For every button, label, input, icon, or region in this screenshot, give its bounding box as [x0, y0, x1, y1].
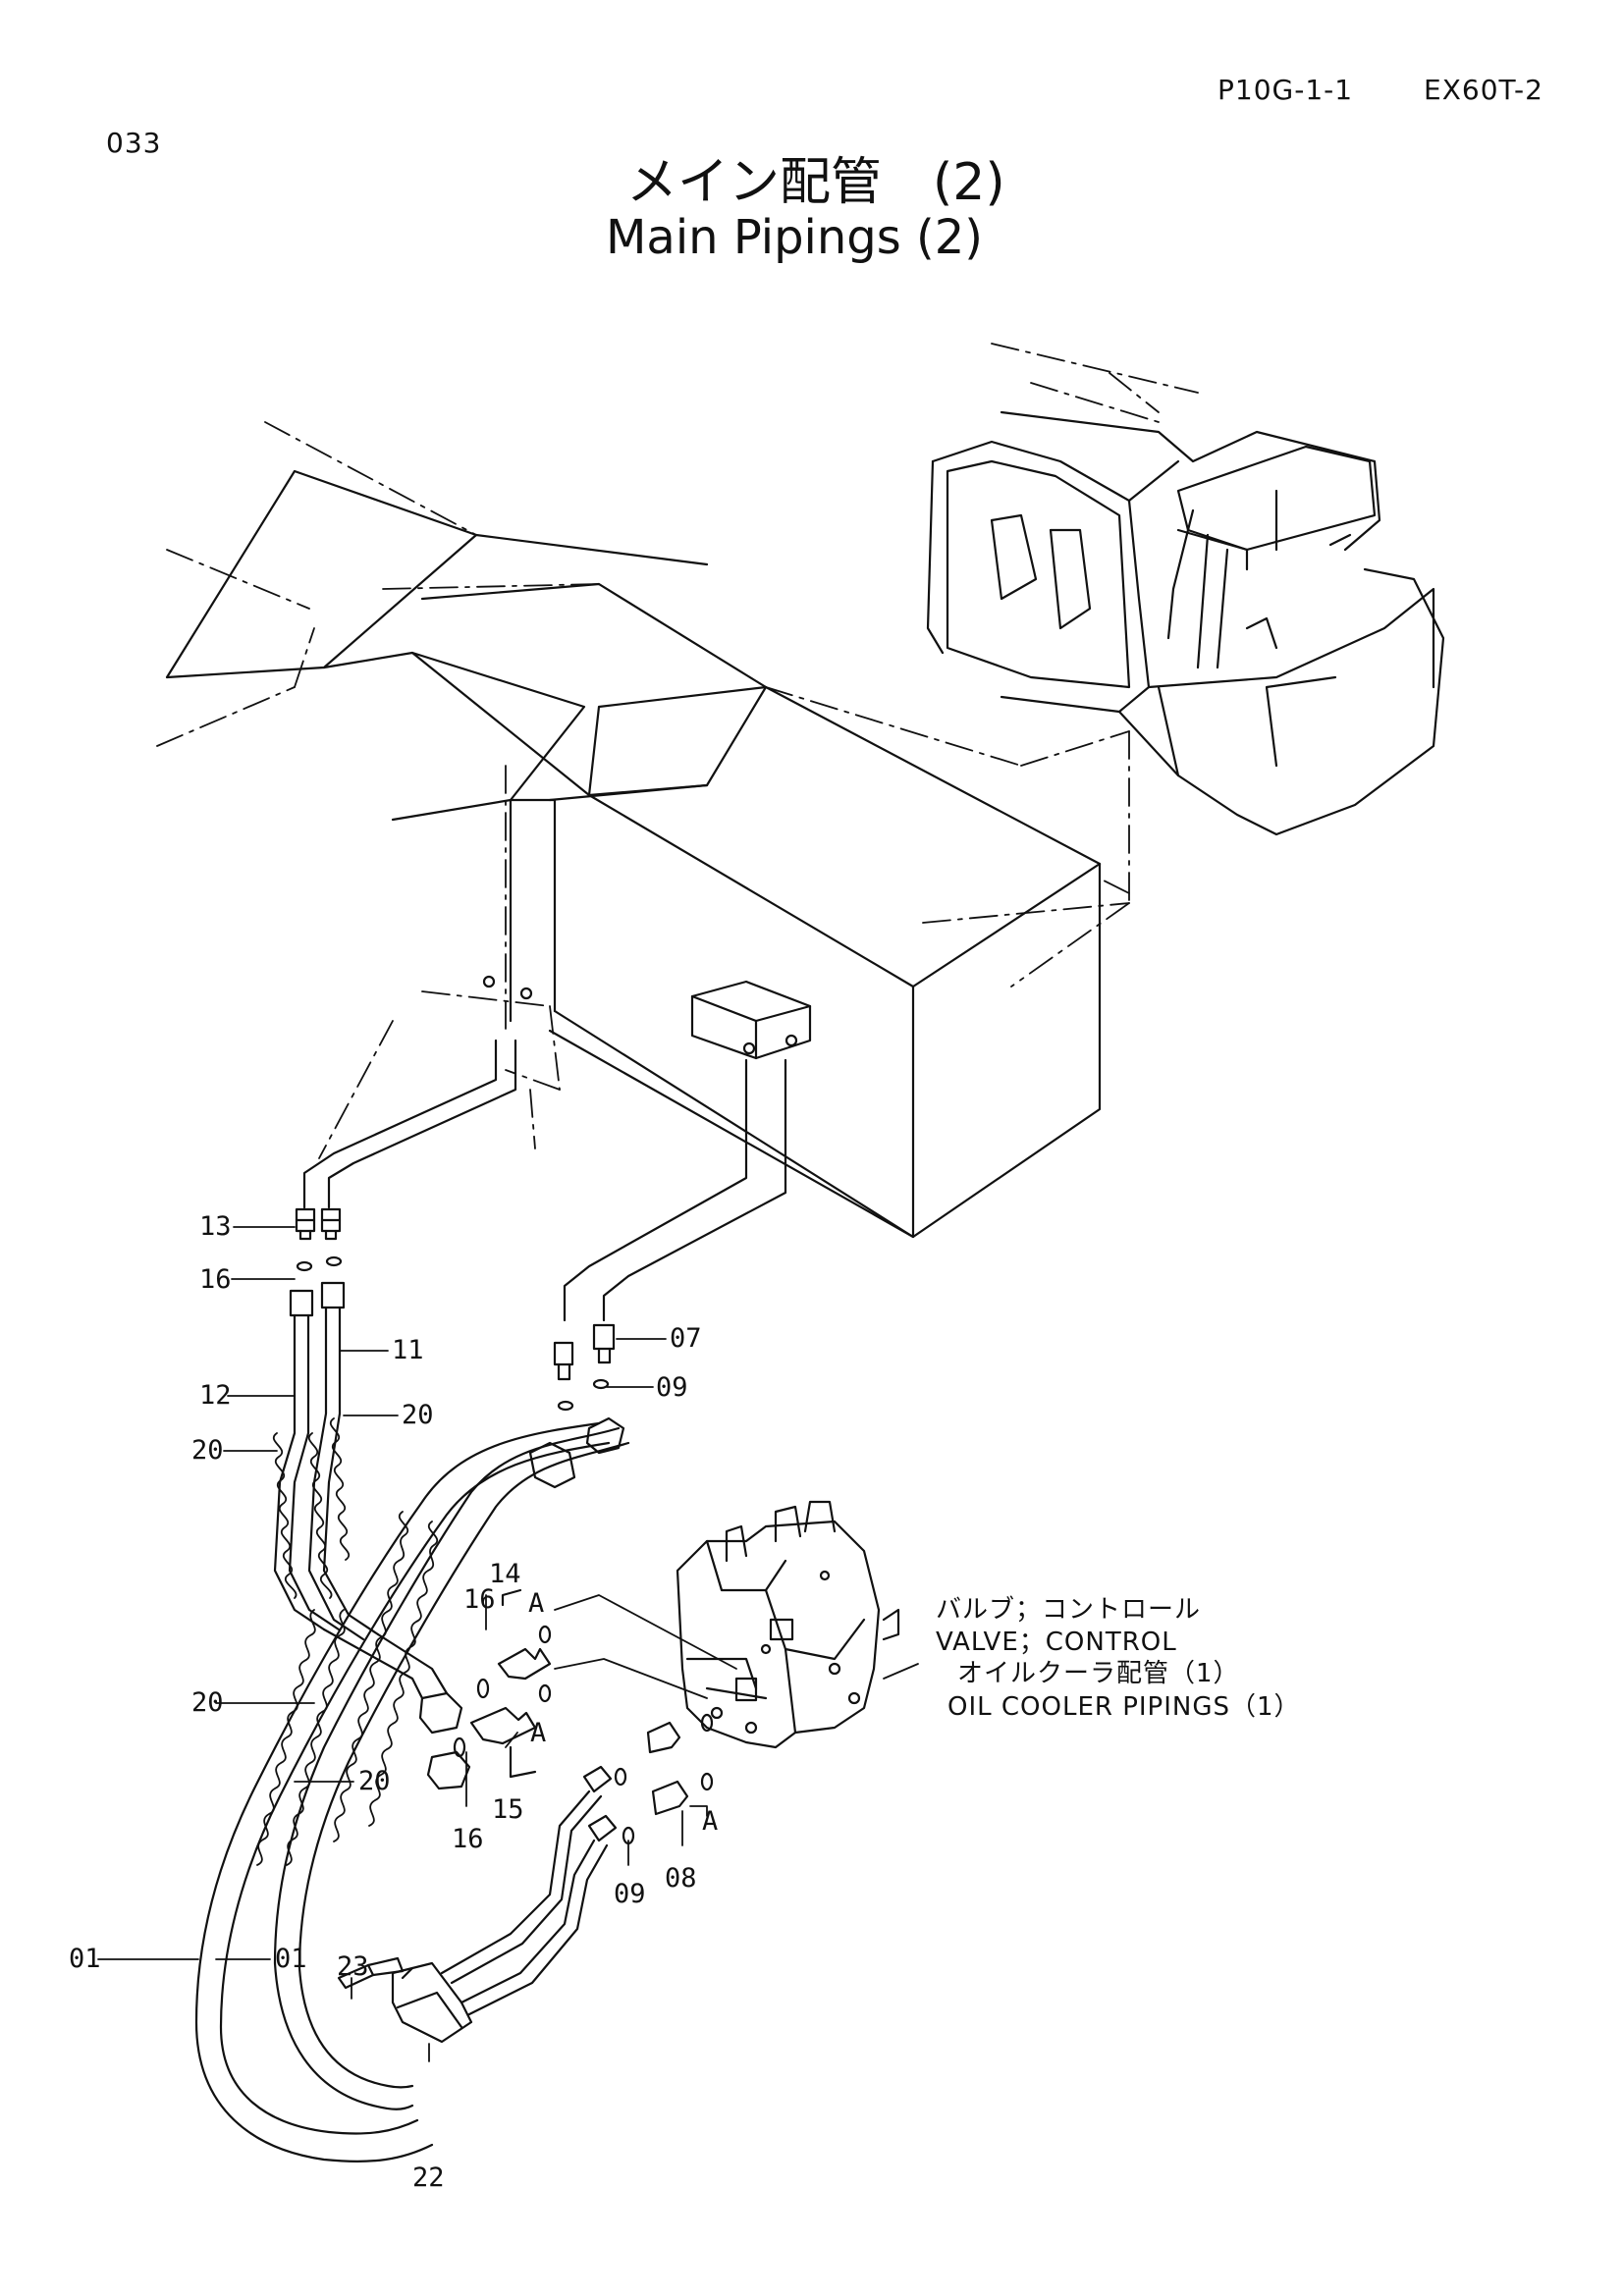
part-label-01-outer: 01 — [69, 1944, 101, 1974]
callout-oil-cooler-jp: オイルクーラ配管（1） — [957, 1659, 1240, 1688]
hoses-11-12 — [273, 1281, 449, 1700]
port-label-a-lower: A — [530, 1718, 547, 1748]
adapter-13 — [295, 1207, 342, 1241]
part-label-09-lower: 09 — [614, 1879, 646, 1909]
hoses-01 — [194, 1421, 630, 2163]
callout-valve-jp: バルブ；コントロール — [936, 1595, 1202, 1625]
control-valve — [676, 1500, 900, 1749]
callout-valve-en: VALVE；CONTROL — [936, 1628, 1177, 1657]
valve-leaders — [554, 1594, 737, 1699]
part-label-13: 13 — [199, 1211, 232, 1242]
title-english: Main Pipings (2) — [606, 210, 984, 265]
part-label-20-mid: 20 — [191, 1687, 224, 1718]
clamp-22 — [391, 1961, 473, 2044]
upper-frame — [165, 469, 1102, 1239]
part-label-16: 16 — [199, 1264, 232, 1295]
callout-oil-cooler-en: OIL COOLER PIPINGS（1） — [947, 1692, 1301, 1722]
part-label-16-lower: 16 — [452, 1824, 484, 1854]
model-number: EX60T-2 — [1424, 74, 1543, 106]
fitting-14 — [497, 1647, 552, 1681]
part-label-09-upper: 09 — [656, 1372, 688, 1403]
page-number: 033 — [106, 127, 162, 159]
part-label-15: 15 — [492, 1794, 524, 1825]
part-label-08: 08 — [665, 1863, 697, 1894]
adapter-07 — [553, 1323, 616, 1381]
spiral-guard-lower — [256, 1511, 438, 1866]
label-leaders — [97, 1226, 919, 2062]
port-label-a-bottom: A — [702, 1806, 719, 1837]
page-reference: P10G-1-1 — [1217, 74, 1354, 106]
part-label-12: 12 — [199, 1380, 232, 1411]
frame-centerlines — [156, 343, 1199, 1159]
fitting-15 — [469, 1706, 537, 1745]
part-label-07: 07 — [670, 1323, 702, 1354]
title-japanese: メイン配管 (2) — [626, 153, 1005, 212]
mounting-block — [482, 975, 812, 1060]
part-label-23: 23 — [337, 1951, 369, 1982]
part-label-01-inner: 01 — [275, 1944, 307, 1974]
part-label-14: 14 — [489, 1559, 521, 1589]
part-label-20-lower: 20 — [358, 1766, 391, 1796]
part-label-22: 22 — [412, 2163, 445, 2193]
port-label-a-upper: A — [528, 1588, 545, 1619]
upper-hoses — [302, 1039, 787, 1322]
oil-cooler-pipes — [440, 1721, 689, 2016]
bolt-23 — [337, 1956, 405, 1990]
part-label-11: 11 — [392, 1335, 424, 1365]
excavator-overview — [926, 410, 1445, 836]
part-label-20-upper-right: 20 — [402, 1400, 434, 1430]
part-label-20-upper-left: 20 — [191, 1435, 224, 1466]
spiral-guard-upper — [273, 1417, 350, 1599]
part-label-16-mid: 16 — [463, 1584, 496, 1615]
